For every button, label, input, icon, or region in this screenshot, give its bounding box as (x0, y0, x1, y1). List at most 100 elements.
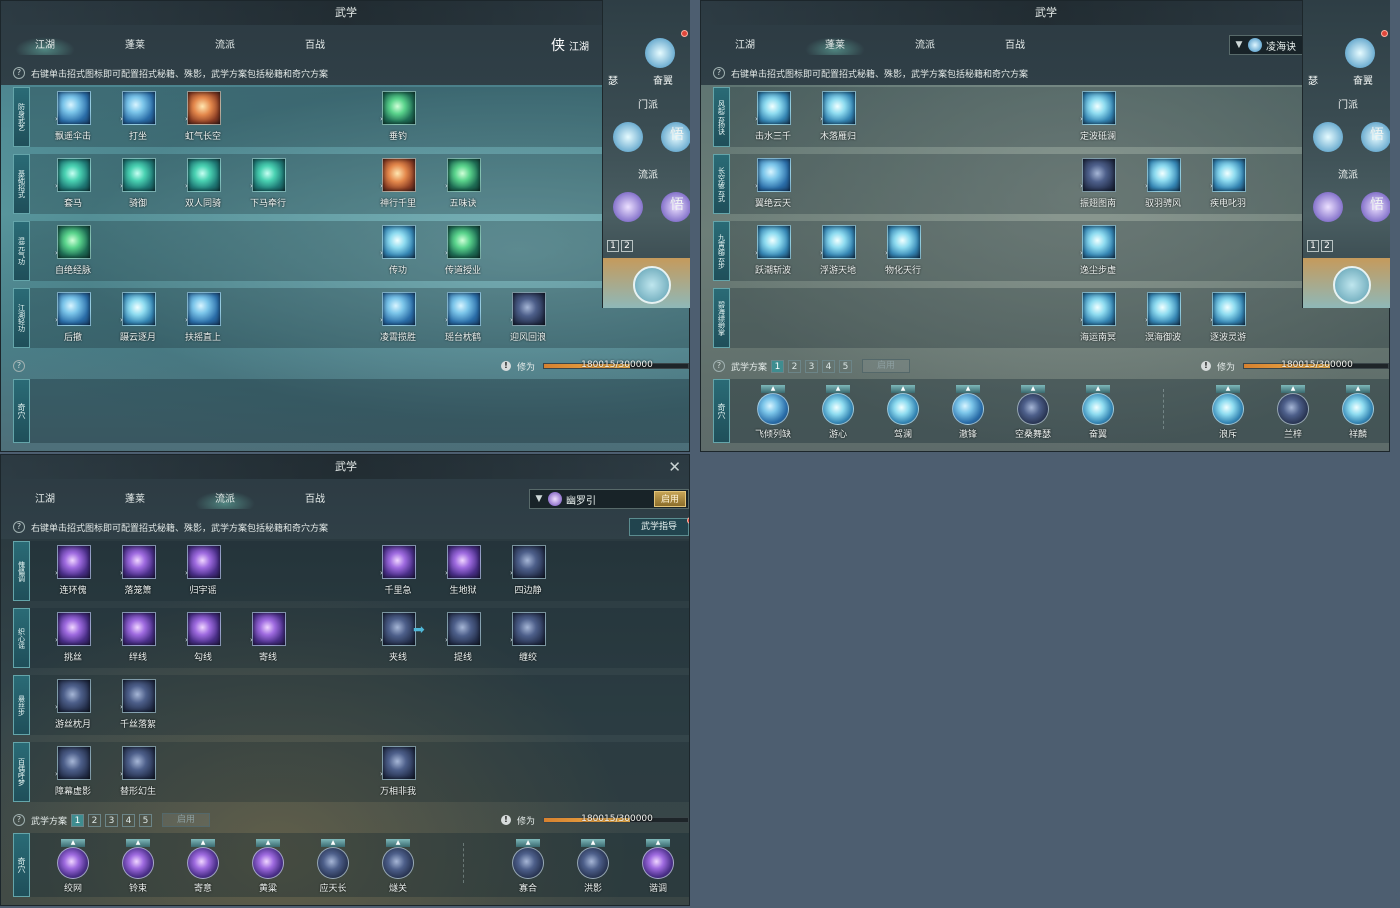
skill-icon[interactable] (122, 91, 156, 125)
skill-slot[interactable]: ›逸尘步虚 (1068, 225, 1128, 279)
plan-enable-button[interactable]: 启用 (162, 813, 211, 827)
qixue-slot[interactable]: ▲游心 (808, 383, 868, 441)
skill-icon[interactable] (187, 158, 221, 192)
skill-slot[interactable]: ›飘遥伞击 (43, 91, 103, 145)
skill-icon[interactable] (252, 158, 286, 192)
skill-slot[interactable]: ›后撤 (43, 292, 103, 346)
plan-help-icon[interactable]: ? (13, 360, 25, 372)
skill-slot[interactable]: ›虹气长空 (173, 91, 233, 145)
skill-icon[interactable] (447, 612, 481, 646)
overlay-page-button[interactable]: 2 (1321, 240, 1333, 252)
skill-icon[interactable] (122, 545, 156, 579)
tab-penglai[interactable]: 蓬莱 (125, 494, 145, 505)
skill-icon[interactable] (447, 292, 481, 326)
plan-4-button[interactable]: 4 (122, 813, 136, 827)
skill-icon[interactable] (757, 225, 791, 259)
skill-slot[interactable]: ›挑丝 (43, 612, 103, 666)
school-indicator[interactable]: 侠 江湖 (551, 35, 591, 55)
skill-icon[interactable] (1212, 292, 1246, 326)
kungfu-dropdown[interactable]: ▼ 凌海诀 (1229, 35, 1305, 55)
info-icon[interactable]: ! (500, 361, 511, 371)
qixue-icon[interactable] (1212, 393, 1244, 425)
plan-5-button[interactable]: 5 (139, 813, 153, 827)
skill-slot[interactable]: ›下马牵行 (238, 158, 298, 212)
overlay-page-button[interactable]: 1 (607, 240, 619, 252)
qixue-slot[interactable]: ▲飞倾列缺 (743, 383, 803, 441)
qixue-icon[interactable] (187, 847, 219, 879)
sect-skill-icon[interactable] (1313, 122, 1343, 152)
qixue-expand-icon[interactable]: ▲ (191, 839, 215, 847)
skill-slot[interactable]: ›提线 (433, 612, 493, 666)
skill-icon[interactable] (122, 612, 156, 646)
skill-icon[interactable] (187, 612, 221, 646)
qixue-expand-icon[interactable]: ▲ (826, 385, 850, 393)
skill-icon[interactable] (382, 91, 416, 125)
skill-slot[interactable]: ›翼绝云天 (743, 158, 803, 212)
skill-slot[interactable]: ›寄线 (238, 612, 298, 666)
wu-skill-icon[interactable] (661, 122, 690, 152)
overlay-page-button[interactable]: 1 (1307, 240, 1319, 252)
skill-icon[interactable] (822, 91, 856, 125)
skill-slot[interactable]: ›定波砥澜 (1068, 91, 1128, 145)
qixue-expand-icon[interactable]: ▲ (1216, 385, 1240, 393)
skill-icon[interactable] (122, 158, 156, 192)
skill-slot[interactable]: ›木落雁归 (808, 91, 868, 145)
qixue-expand-icon[interactable]: ▲ (1086, 385, 1110, 393)
plan-help-icon[interactable]: ? (13, 814, 25, 826)
qixue-icon[interactable] (122, 847, 154, 879)
skill-slot[interactable]: ›传功 (368, 225, 428, 279)
skill-icon[interactable] (187, 545, 221, 579)
skill-slot[interactable]: ›游丝枕月 (43, 679, 103, 733)
plan-enable-button[interactable]: 启用 (862, 359, 911, 373)
skill-slot[interactable]: ›连环傀 (43, 545, 103, 599)
skill-icon[interactable] (757, 158, 791, 192)
skill-slot[interactable]: ›千丝落絮 (108, 679, 168, 733)
qixue-icon[interactable] (1277, 393, 1309, 425)
skill-slot[interactable]: ›障幕虚影 (43, 746, 103, 800)
plan-2-button[interactable]: 2 (788, 359, 802, 373)
skill-slot[interactable]: ›四边静 (498, 545, 558, 599)
skill-icon[interactable] (57, 612, 91, 646)
qixue-slot[interactable]: ▲谐调 (628, 837, 688, 895)
skill-icon[interactable] (57, 225, 91, 259)
skill-slot[interactable]: ›打坐 (108, 91, 168, 145)
skill-slot[interactable]: ›垂钓 (368, 91, 428, 145)
qixue-expand-icon[interactable]: ▲ (126, 839, 150, 847)
qixue-icon[interactable] (317, 847, 349, 879)
skill-icon[interactable] (122, 746, 156, 780)
skill-icon[interactable] (122, 679, 156, 713)
tab-baizhan[interactable]: 百战 (1005, 40, 1025, 51)
skill-slot[interactable]: ›双人同骑 (173, 158, 233, 212)
skill-icon[interactable] (187, 292, 221, 326)
tab-penglai[interactable]: 蓬莱 (805, 37, 865, 55)
style-skill-icon[interactable] (613, 192, 643, 222)
skill-slot[interactable]: ›夹线 (368, 612, 428, 666)
qixue-icon[interactable] (512, 847, 544, 879)
qixue-slot[interactable]: ▲空桑舞瑟 (1003, 383, 1063, 441)
tab-liupai[interactable]: 流派 (195, 491, 255, 509)
skill-slot[interactable]: ›五味诀 (433, 158, 493, 212)
martial-guide-button[interactable]: 武学指导 (629, 518, 689, 536)
skill-icon[interactable] (57, 545, 91, 579)
skill-icon[interactable] (512, 612, 546, 646)
qixue-icon[interactable] (642, 847, 674, 879)
plan-2-button[interactable]: 2 (88, 813, 102, 827)
skill-icon[interactable] (187, 91, 221, 125)
style-wu-icon[interactable] (661, 192, 690, 222)
skill-icon[interactable] (1082, 292, 1116, 326)
skill-slot[interactable]: ›勾线 (173, 612, 233, 666)
skill-slot[interactable]: ›生地狱 (433, 545, 493, 599)
qixue-slot[interactable]: ▲应天长 (303, 837, 363, 895)
skill-icon[interactable] (512, 545, 546, 579)
qixue-icon[interactable] (1342, 393, 1374, 425)
qixue-expand-icon[interactable]: ▲ (761, 385, 785, 393)
skill-icon[interactable] (57, 91, 91, 125)
skill-icon[interactable] (57, 679, 91, 713)
tab-baizhan[interactable]: 百战 (305, 494, 325, 505)
skill-icon[interactable] (512, 292, 546, 326)
sect-skill-icon[interactable] (613, 122, 643, 152)
qixue-expand-icon[interactable]: ▲ (61, 839, 85, 847)
skill-icon[interactable] (822, 225, 856, 259)
qixue-slot[interactable]: ▲铃束 (108, 837, 168, 895)
qixue-slot[interactable]: ▲燧关 (368, 837, 428, 895)
